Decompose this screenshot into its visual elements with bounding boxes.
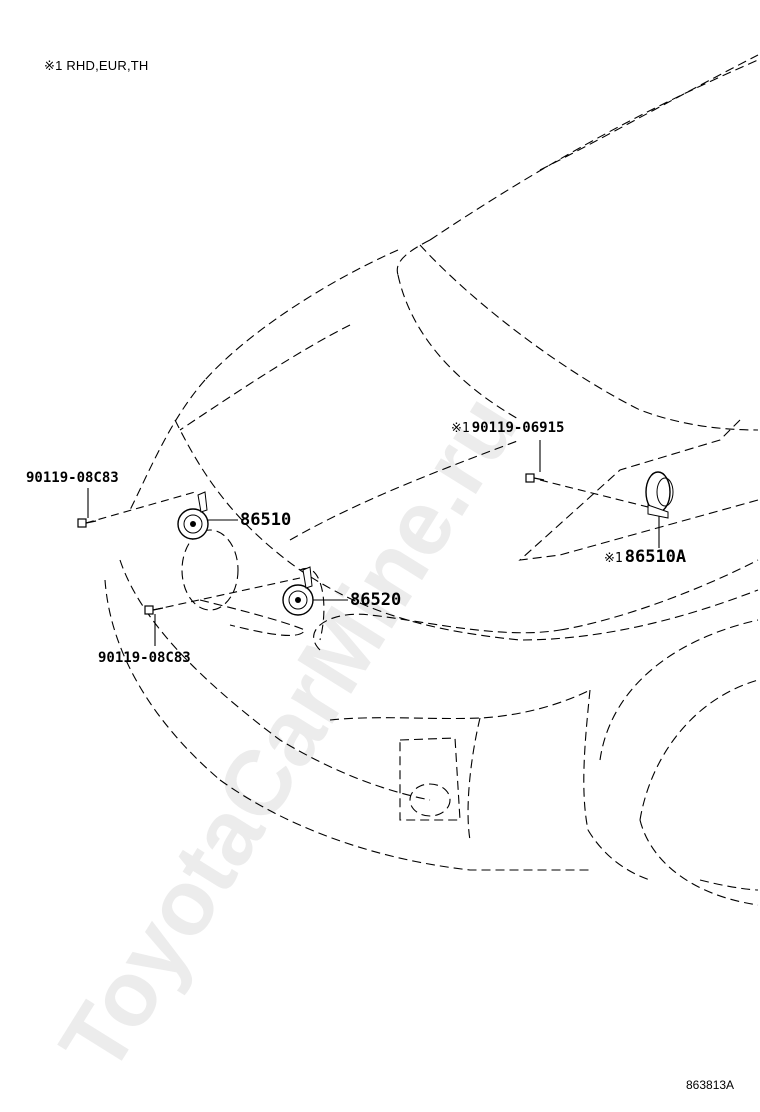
note-text: RHD,EUR,TH xyxy=(66,58,149,73)
part-number: 86510A xyxy=(624,547,687,567)
ref-mark: ※1 xyxy=(604,551,623,566)
horn-86520 xyxy=(282,566,314,616)
note-mark: ※1 xyxy=(44,58,63,73)
part-number: 90119-06915 xyxy=(471,420,565,436)
part-label-bolt-lower-left: 90119-08C83 xyxy=(98,650,191,666)
horn-86510a xyxy=(645,471,674,519)
diagram-code: 863813A xyxy=(686,1078,735,1092)
vehicle-outline xyxy=(104,54,759,906)
part-label-horn-86520: 86520 xyxy=(350,590,402,610)
ref-mark: ※1 xyxy=(451,421,470,436)
applicability-note: ※1 RHD,EUR,TH xyxy=(44,58,149,74)
part-label-horn-86510: 86510 xyxy=(240,510,292,530)
leader-lines xyxy=(85,440,660,646)
bolt-right xyxy=(525,473,545,483)
horn-86510 xyxy=(177,491,209,540)
part-label-bolt-upper-left: 90119-08C83 xyxy=(26,470,119,486)
